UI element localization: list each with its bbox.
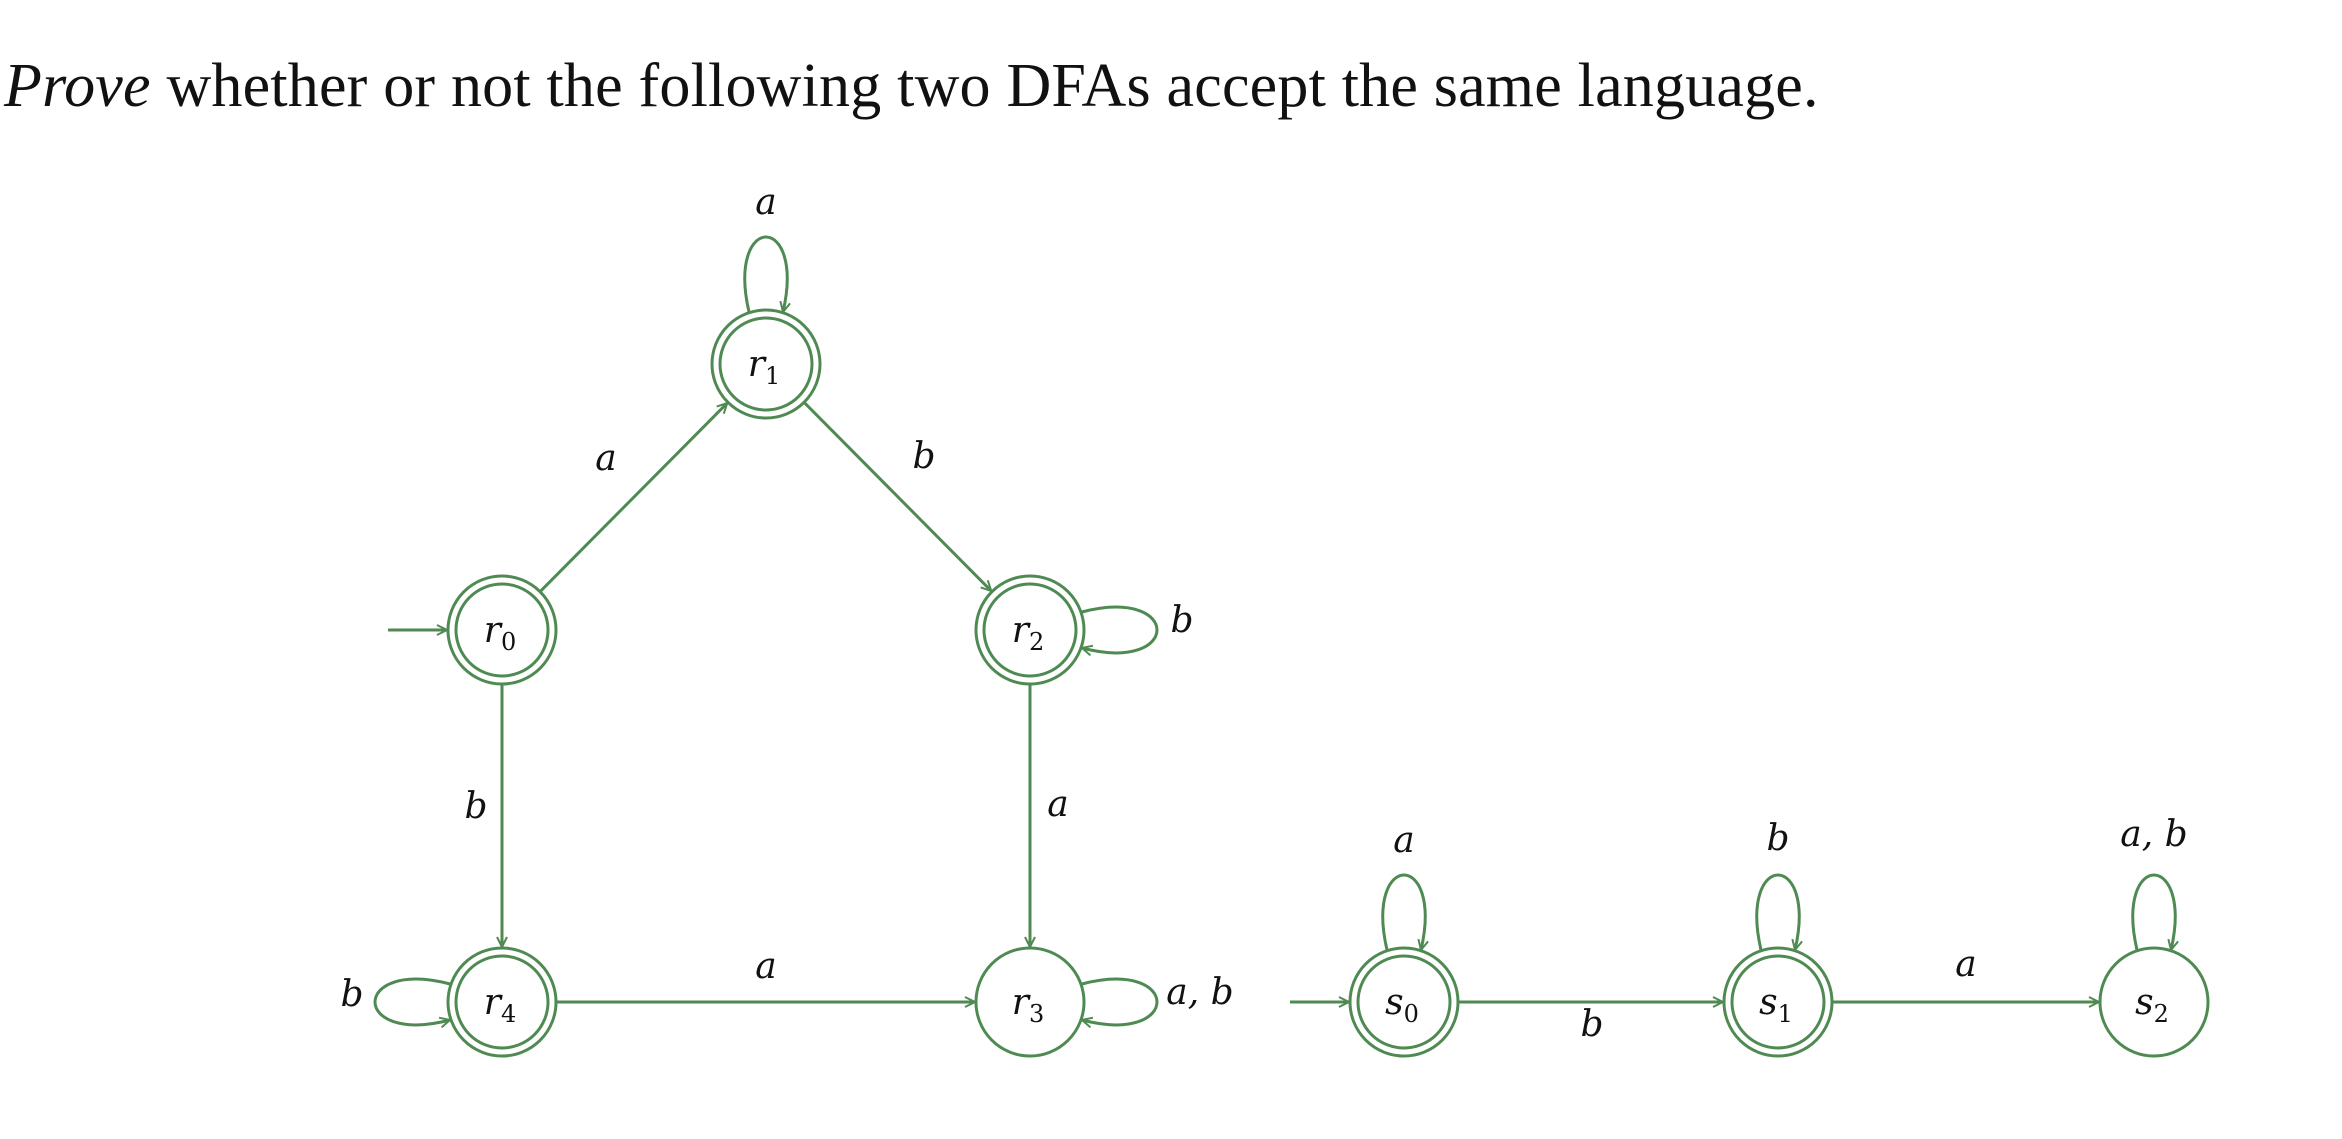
- transition-s1-to-s1: [1755, 873, 1799, 950]
- transition-r2-to-r2: [1082, 605, 1159, 653]
- state-r4-subscript: 4: [501, 1000, 516, 1028]
- transition-s2-to-s2-label: a, b: [2120, 814, 2187, 855]
- state-r0-subscript: 0: [501, 628, 516, 656]
- state-r1-circle: [710, 308, 822, 420]
- state-s2-subscript: 2: [2154, 1000, 2169, 1028]
- transition-r0-to-r4-label: b: [464, 786, 487, 827]
- transition-r1-to-r1-label: a: [755, 182, 776, 223]
- state-s1: s1: [1722, 946, 1834, 1058]
- state-s0-subscript: 0: [1404, 1000, 1419, 1028]
- state-r0-circle: [446, 574, 558, 686]
- transition-s0-to-s0: [1381, 873, 1425, 950]
- transition-r1-to-r2-label: b: [912, 436, 935, 477]
- transition-s0-to-s1-label: b: [1580, 1004, 1603, 1045]
- problem-statement: Prove whether or not the following two D…: [4, 52, 1819, 120]
- state-r4: r4: [446, 946, 558, 1058]
- transition-s1-to-s1-label: b: [1766, 818, 1789, 859]
- state-r1: r1: [710, 308, 822, 420]
- transition-r3-to-r3-label: a, b: [1166, 972, 1233, 1013]
- problem-text: whether or not the following two DFAs ac…: [150, 52, 1819, 120]
- state-r1-subscript: 1: [765, 362, 780, 390]
- state-s1-accept-ring: [1730, 954, 1826, 1050]
- state-s0-accept-ring: [1356, 954, 1452, 1050]
- transition-r4-to-r4-label: b: [340, 974, 363, 1015]
- transition-s1-to-s2-label: a: [1955, 944, 1976, 985]
- transition-r4-to-r3-label: a: [755, 946, 776, 987]
- state-r4-accept-ring: [454, 954, 550, 1050]
- transition-r2-to-r2-label: b: [1170, 600, 1193, 641]
- state-r3-subscript: 3: [1029, 1000, 1044, 1028]
- state-r2-circle: [974, 574, 1086, 686]
- transition-r1-to-r2: [802, 401, 991, 591]
- state-r0-accept-ring: [454, 582, 550, 678]
- transition-r0-to-r1: [538, 403, 727, 593]
- state-s2-circle: [2098, 946, 2210, 1058]
- state-r3-circle: [974, 946, 1086, 1058]
- state-s0: s0: [1290, 946, 1460, 1058]
- state-s0-label: s0: [1385, 982, 1419, 1028]
- transition-r1-to-r1: [743, 235, 787, 312]
- state-s2: s2: [2098, 946, 2210, 1058]
- prove-emphasis: Prove: [4, 52, 151, 120]
- transition-r4-to-r4: [373, 977, 450, 1025]
- state-r0: r0: [388, 574, 558, 686]
- transition-s2-to-s2: [2131, 873, 2175, 950]
- state-s1-subscript: 1: [1778, 1000, 1793, 1028]
- state-r3: r3: [974, 946, 1086, 1058]
- transition-r2-to-r3-label: a: [1047, 784, 1068, 825]
- transition-s0-to-s0-label: a: [1393, 820, 1414, 861]
- state-s0-circle: [1348, 946, 1460, 1058]
- transition-r3-to-r3: [1082, 977, 1159, 1025]
- state-r4-circle: [446, 946, 558, 1058]
- state-s1-circle: [1722, 946, 1834, 1058]
- dfa-s: a b b a a, b s0 s1 s2: [1290, 814, 2210, 1058]
- state-r1-accept-ring: [718, 316, 814, 412]
- state-r2: r2: [974, 574, 1086, 686]
- state-r2-subscript: 2: [1029, 628, 1044, 656]
- state-r2-accept-ring: [982, 582, 1078, 678]
- transition-r0-to-r1-label: a: [595, 438, 616, 479]
- dfa-r: a a b b b a b a a, b r0 r1 r2 r3 r4: [340, 182, 1234, 1058]
